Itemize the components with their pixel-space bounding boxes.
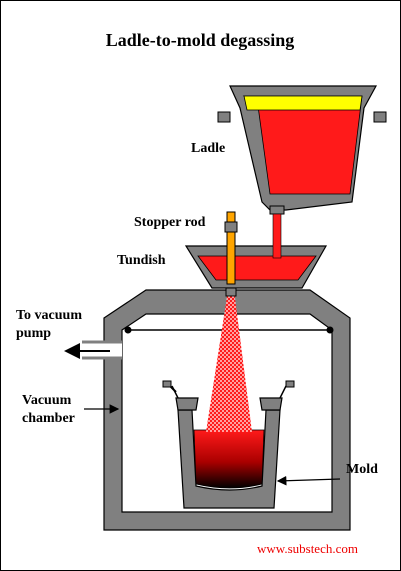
mold (162, 380, 295, 509)
label-stopper-rod: Stopper rod (134, 215, 206, 230)
label-vacuum-chamber-line2: chamber (22, 411, 75, 426)
diagram-title: Ladle-to-mold degassing (106, 30, 295, 50)
label-to-vacuum-line2: pump (16, 326, 51, 341)
label-tundish: Tundish (117, 253, 166, 268)
label-vacuum-chamber-line1: Vacuum (22, 393, 72, 408)
stopper-rod (224, 211, 238, 285)
label-mold: Mold (346, 462, 378, 477)
mold-pointer-arrow (276, 475, 341, 486)
website-credit: www.substech.com (257, 541, 358, 556)
tundish (184, 245, 328, 297)
label-to-vacuum-line1: To vacuum (16, 308, 82, 323)
degassing-stream (206, 290, 252, 432)
label-ladle: Ladle (191, 141, 225, 156)
ladle (217, 85, 387, 259)
